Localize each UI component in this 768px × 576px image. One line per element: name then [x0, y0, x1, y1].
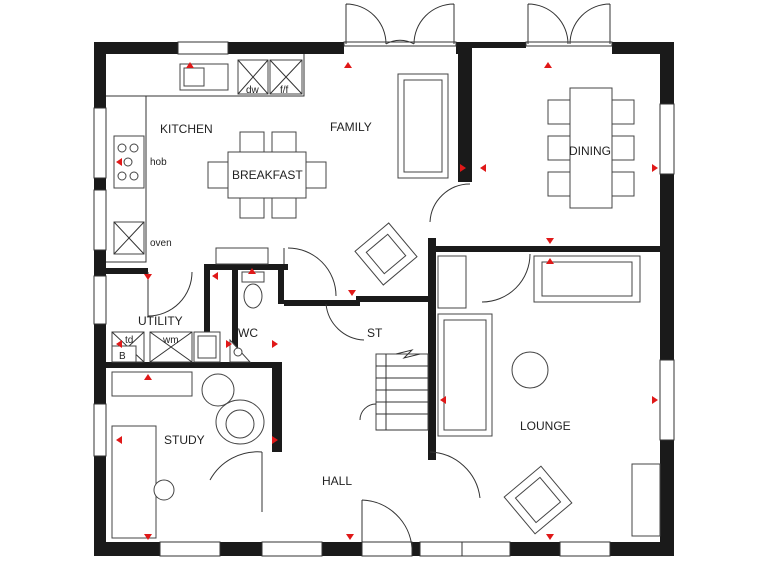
label-dining: DINING	[569, 144, 611, 158]
label-study: STUDY	[164, 433, 205, 447]
toilet-icon	[243, 283, 263, 309]
french-doors-family	[343, 3, 457, 47]
label-td: td	[125, 335, 133, 346]
label-b: B	[119, 351, 126, 362]
breakfast-table	[207, 131, 327, 219]
dimension-markers	[116, 62, 658, 540]
label-dw: dw	[246, 85, 260, 96]
front-door	[361, 499, 413, 557]
label-utility: UTILITY	[138, 314, 183, 328]
stairs	[359, 349, 429, 431]
label-kitchen: KITCHEN	[160, 122, 213, 136]
door-swings	[147, 183, 531, 512]
label-lounge: LOUNGE	[520, 419, 571, 433]
wc-fittings	[229, 271, 265, 363]
utility-fittings	[111, 331, 221, 363]
lounge-furniture	[437, 255, 661, 537]
label-hall: HALL	[322, 474, 352, 488]
family-furniture	[354, 73, 449, 286]
interior-walls	[104, 238, 660, 460]
label-st: ST	[367, 326, 383, 340]
label-ff: f/f	[280, 85, 289, 96]
appliance-labels: dw f/f hob oven td wm B	[119, 85, 289, 362]
label-oven: oven	[150, 238, 172, 249]
label-hob: hob	[150, 157, 167, 168]
kitchen-units	[106, 54, 305, 265]
label-wm: wm	[162, 335, 179, 346]
windows	[93, 41, 675, 557]
label-wc: WC	[238, 326, 258, 340]
label-breakfast: BREAKFAST	[232, 168, 303, 182]
boiler-icon	[111, 345, 137, 363]
dining-table	[547, 87, 635, 209]
study-furniture	[111, 371, 265, 539]
label-family: FAMILY	[330, 120, 372, 134]
french-doors-dining	[525, 3, 613, 47]
room-labels: KITCHEN FAMILY BREAKFAST DINING UTILITY …	[138, 120, 611, 488]
